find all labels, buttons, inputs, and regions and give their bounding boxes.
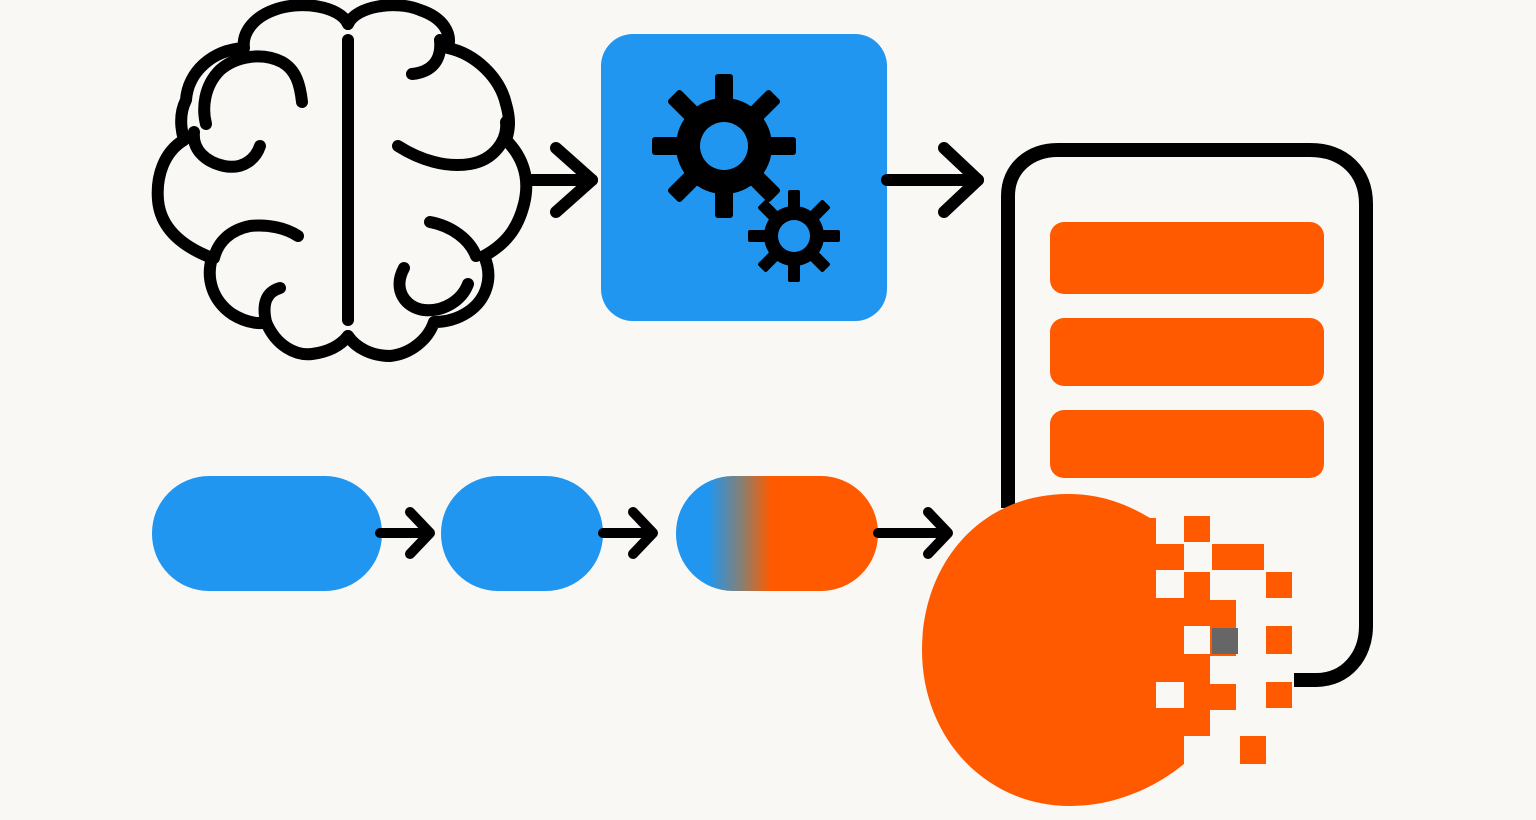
pipeline-stage-2 xyxy=(441,476,603,591)
document-icon xyxy=(1001,143,1373,687)
brain-icon xyxy=(151,0,533,362)
pipeline-stage-3 xyxy=(676,476,878,591)
document-row xyxy=(1050,410,1324,478)
gears-panel xyxy=(601,34,887,321)
arrow-stage-3-to-output xyxy=(873,507,953,559)
arrow-gears-to-document xyxy=(881,142,984,218)
dissolving-circle-icon xyxy=(922,494,1292,806)
document-row xyxy=(1050,222,1324,294)
gears-icon xyxy=(652,74,840,282)
document-row xyxy=(1050,318,1324,386)
arrow-stage-1-to-2 xyxy=(375,507,435,559)
arrow-brain-to-gears xyxy=(526,142,598,218)
pipeline-stage-1 xyxy=(152,476,382,591)
arrow-stage-2-to-3 xyxy=(598,507,658,559)
